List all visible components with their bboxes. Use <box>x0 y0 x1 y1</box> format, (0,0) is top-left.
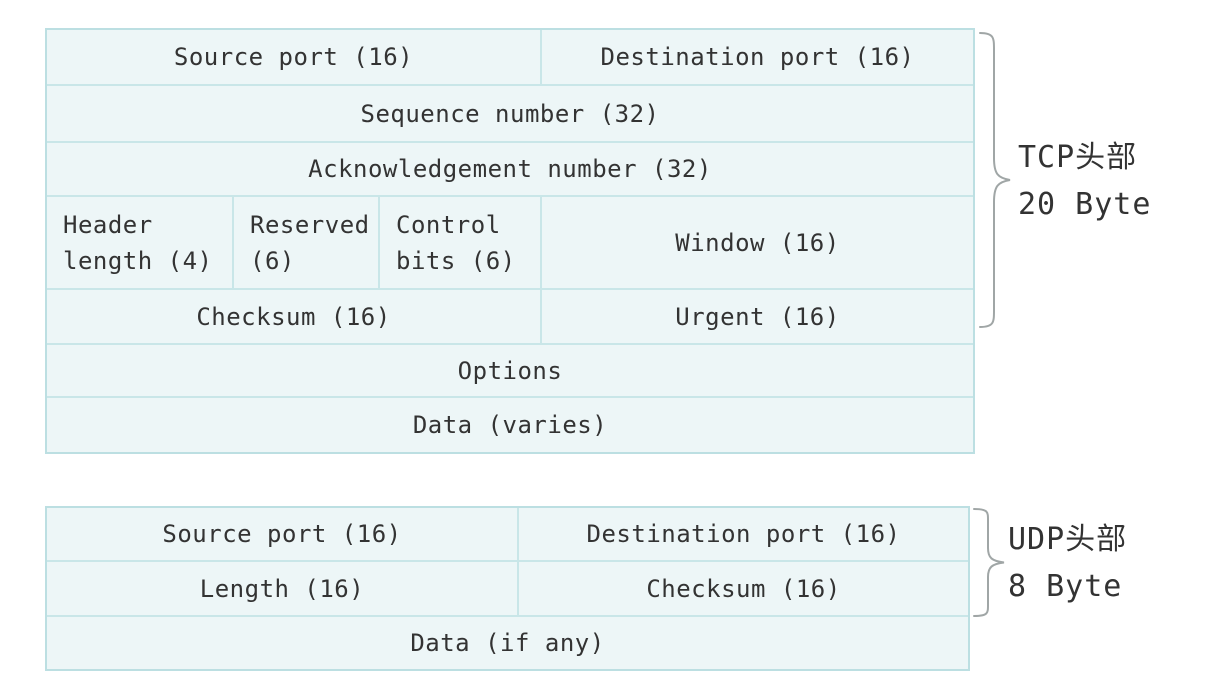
tcp-brace-label-line2: 20 Byte <box>1018 187 1152 222</box>
tcp-cell-sequence-number: Sequence number (32) <box>47 86 973 141</box>
tcp-cell-data: Data (varies) <box>47 398 973 452</box>
udp-brace-icon <box>972 506 1006 619</box>
udp-brace-label: UDP头部 8 Byte <box>1008 516 1127 610</box>
tcp-brace-label-line1: TCP头部 <box>1018 140 1138 175</box>
udp-cell-length: Length (16) <box>47 562 517 615</box>
tcp-brace-icon <box>978 30 1012 330</box>
tcp-brace-label: TCP头部 20 Byte <box>1018 134 1151 228</box>
tcp-cell-options: Options <box>47 345 973 396</box>
tcp-header-table: Source port (16) Destination port (16) S… <box>45 28 975 454</box>
tcp-cell-acknowledgement-number: Acknowledgement number (32) <box>47 143 973 195</box>
tcp-cell-window: Window (16) <box>542 197 973 288</box>
udp-cell-data: Data (if any) <box>47 617 968 669</box>
tcp-cell-urgent: Urgent (16) <box>542 290 973 343</box>
udp-header-table: Source port (16) Destination port (16) L… <box>45 506 970 671</box>
udp-brace-label-line1: UDP头部 <box>1008 522 1128 557</box>
udp-brace-label-line2: 8 Byte <box>1008 569 1123 604</box>
udp-cell-checksum: Checksum (16) <box>519 562 968 615</box>
udp-cell-source-port: Source port (16) <box>47 508 517 560</box>
tcp-cell-reserved: Reserved (6) <box>234 197 378 288</box>
tcp-cell-source-port: Source port (16) <box>47 30 540 84</box>
tcp-cell-destination-port: Destination port (16) <box>542 30 973 84</box>
udp-cell-destination-port: Destination port (16) <box>519 508 968 560</box>
tcp-cell-control-bits: Control bits (6) <box>380 197 540 288</box>
tcp-cell-checksum: Checksum (16) <box>47 290 540 343</box>
tcp-cell-header-length: Header length (4) <box>47 197 232 288</box>
